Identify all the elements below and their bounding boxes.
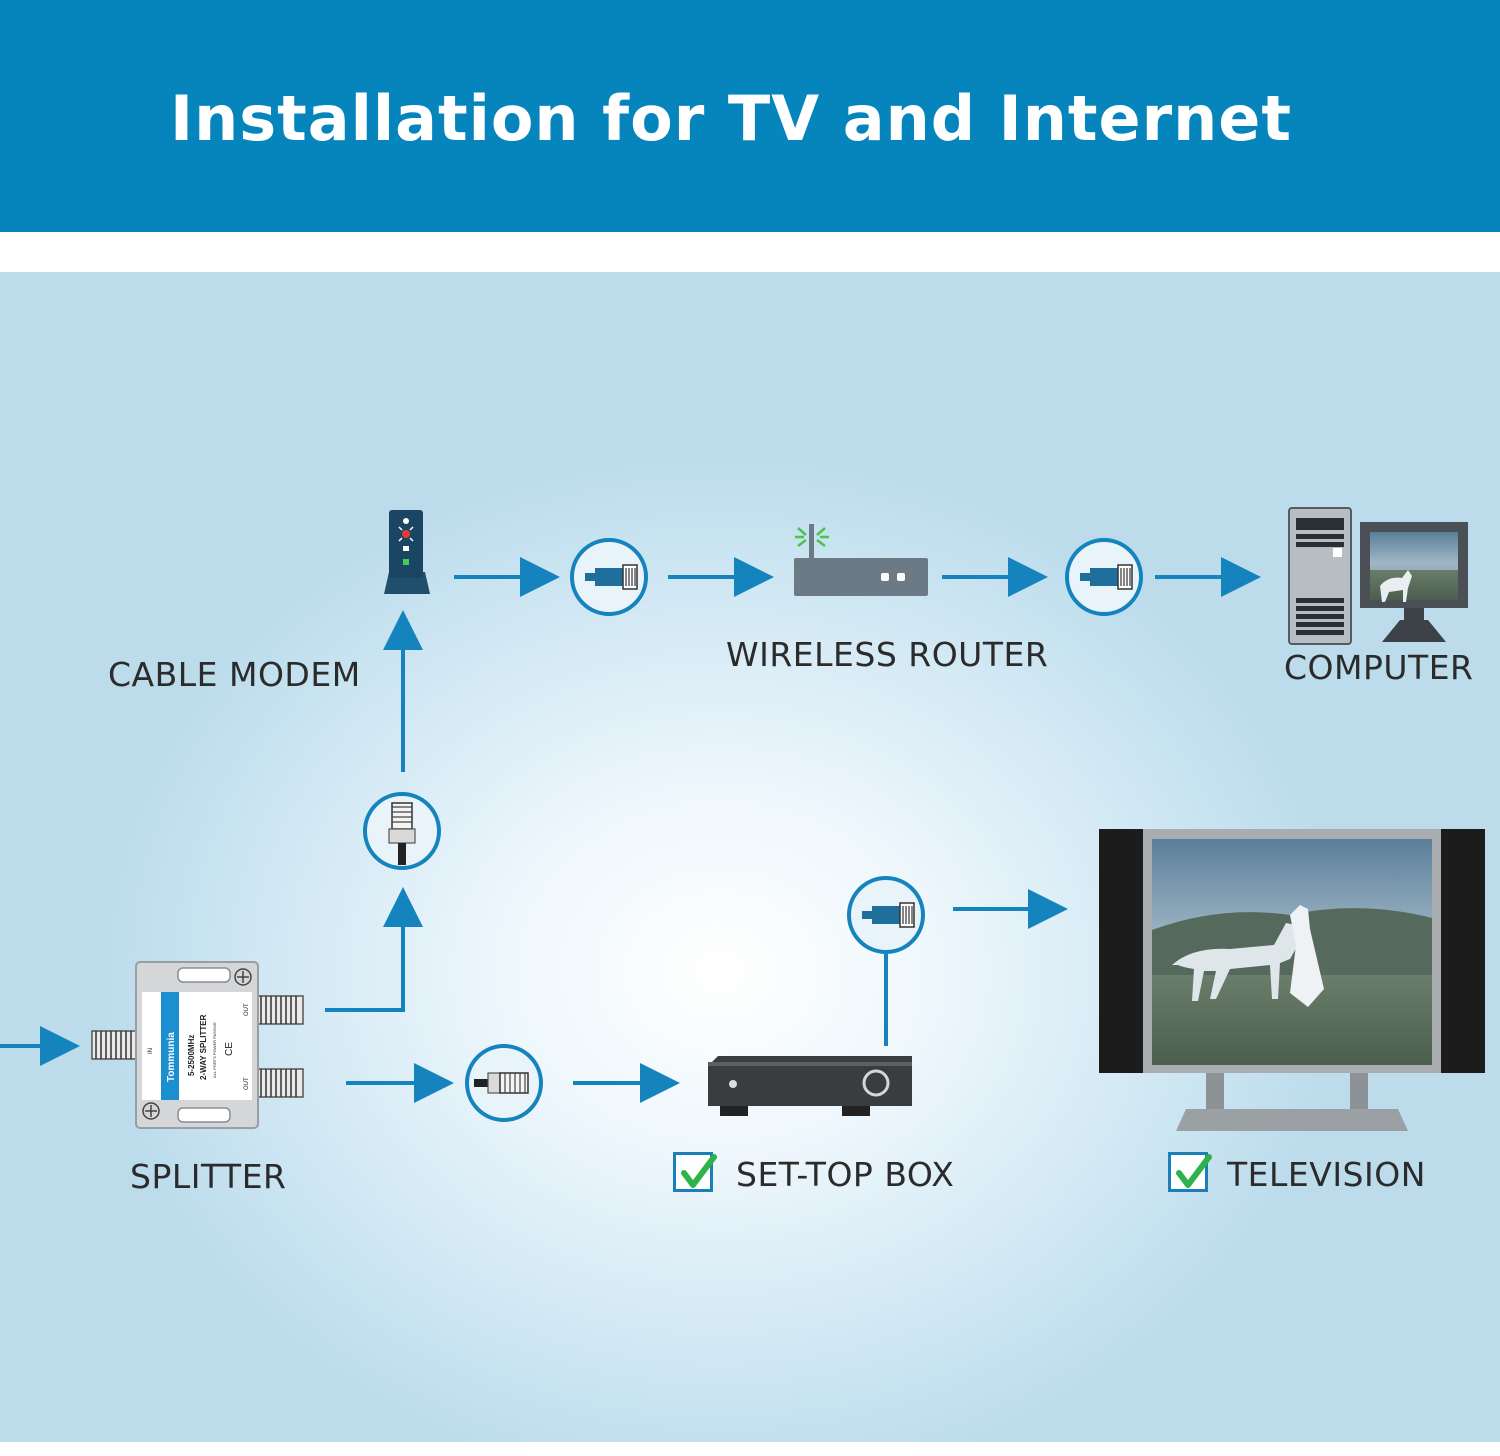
ethernet-connector-icon	[1065, 538, 1143, 616]
coax-connector-icon	[363, 792, 441, 870]
ethernet-connector-icon	[847, 876, 925, 954]
splitter-ce-text: CE	[224, 1042, 235, 1056]
splitter-icon: Tommunia 5-2500MHz 2-WAY SPLITTER ALL PO…	[91, 961, 304, 1129]
television-icon	[1099, 829, 1485, 1131]
splitter-model-text: 2-WAY SPLITTER	[199, 1014, 208, 1080]
splitter-out2-text: OUT	[244, 1077, 250, 1090]
label-cable-modem: CABLE MODEM	[108, 655, 361, 694]
label-set-top-box: SET-TOP BOX	[736, 1155, 955, 1194]
splitter-freq-text: 5-2500MHz	[187, 1035, 196, 1076]
coax-connector-icon	[465, 1044, 543, 1122]
label-television: TELEVISION	[1227, 1155, 1426, 1194]
splitter-in-text: IN	[148, 1048, 154, 1054]
checkbox-check-icon	[681, 1154, 717, 1188]
label-splitter: SPLITTER	[130, 1157, 287, 1196]
line-splitter-to-modem	[325, 887, 423, 1012]
wireless-router-icon	[794, 524, 928, 596]
television-checkbox[interactable]	[1168, 1152, 1212, 1192]
splitter-note-text: ALL PORTS POWER PASSIVE	[212, 1022, 217, 1078]
splitter-out1-text: OUT	[244, 1003, 250, 1016]
set-top-box-checkbox[interactable]	[673, 1152, 717, 1192]
label-computer: COMPUTER	[1284, 648, 1474, 687]
cable-modem-icon	[384, 510, 430, 594]
set-top-box-icon	[708, 1056, 912, 1116]
header-banner: Installation for TV and Internet	[0, 0, 1500, 232]
splitter-brand-text: Tommunia	[166, 1032, 177, 1082]
checkbox-check-icon	[1176, 1154, 1212, 1188]
ethernet-connector-icon	[570, 538, 648, 616]
label-wireless-router: WIRELESS ROUTER	[726, 635, 1049, 674]
connection-arrows	[0, 557, 1261, 1103]
page-title: Installation for TV and Internet	[170, 82, 1292, 155]
computer-icon	[1288, 507, 1468, 645]
